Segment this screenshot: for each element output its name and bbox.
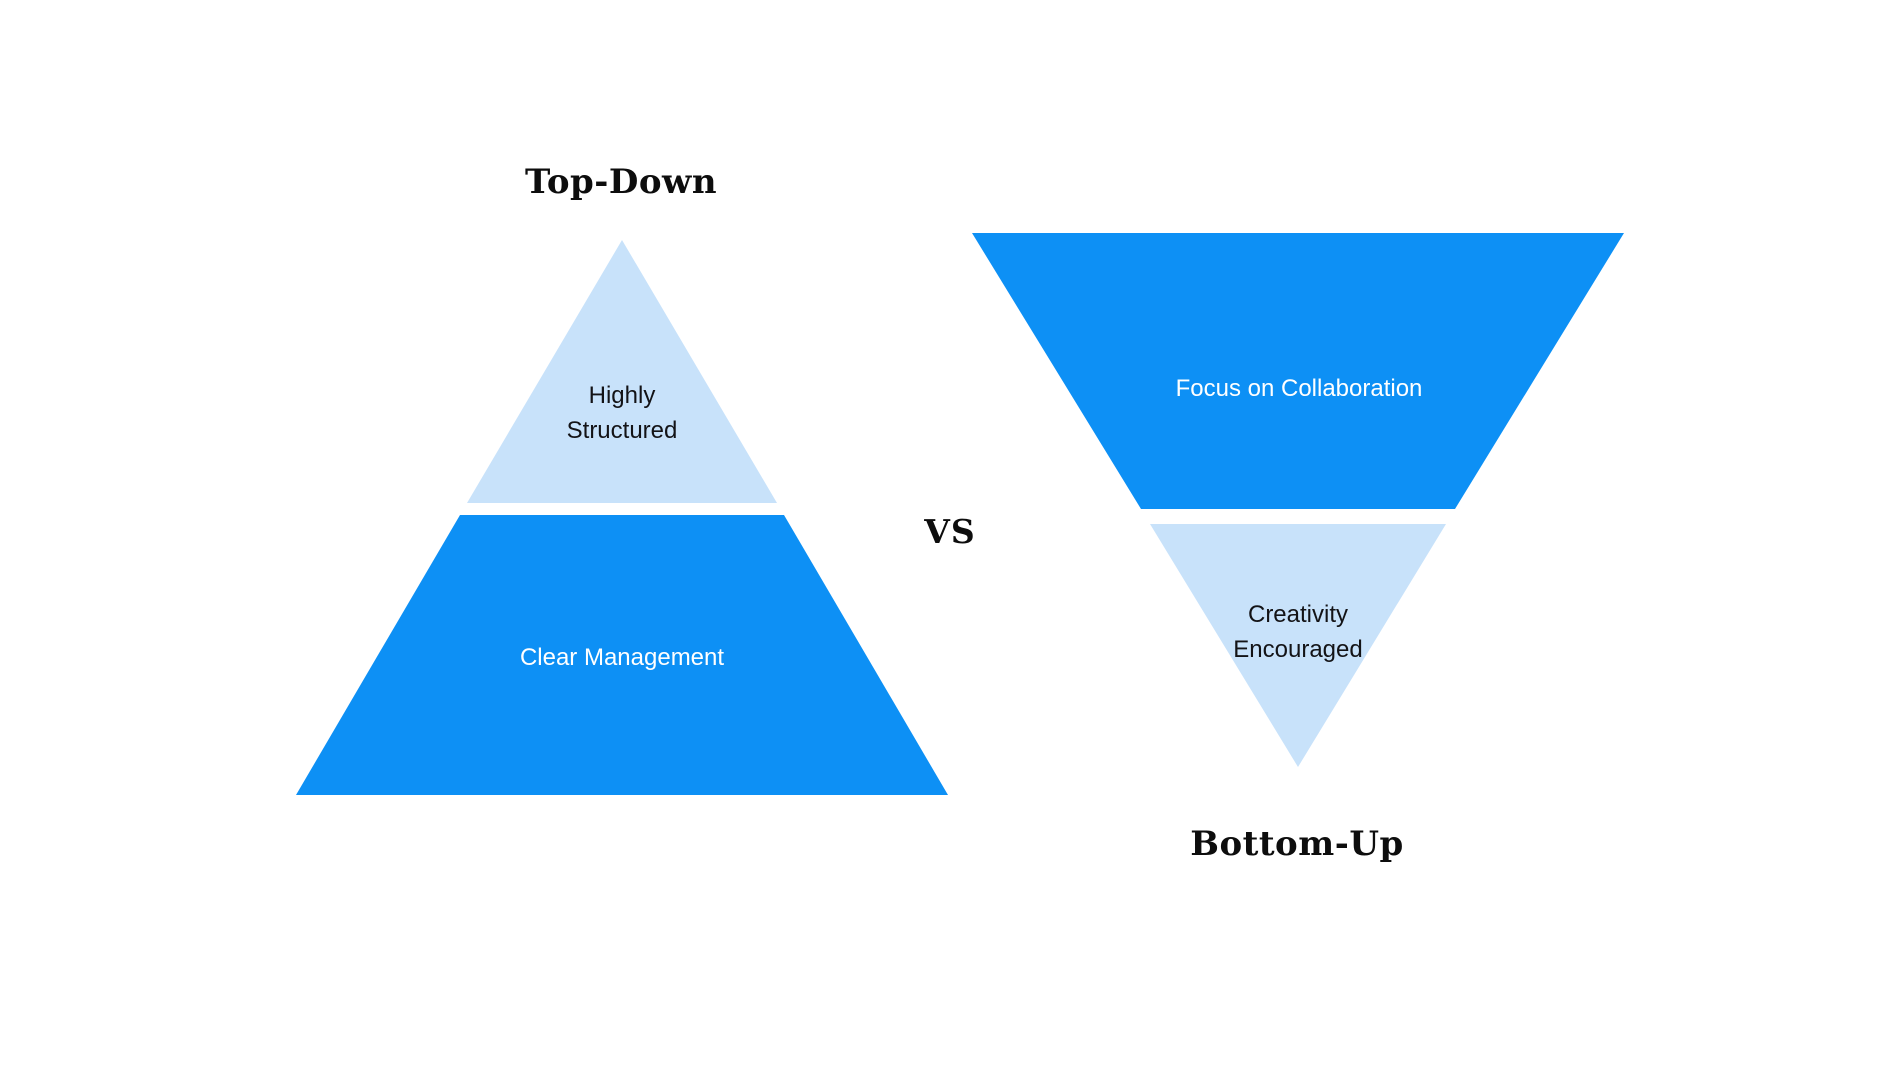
bottom-up-title: Bottom-Up <box>1190 824 1404 864</box>
top-down-upper-label-line1: Highly <box>589 382 656 409</box>
top-down-upper-label-line2: Structured <box>567 417 678 444</box>
bottom-up-lower-label-line1: Creativity <box>1248 601 1348 628</box>
bottom-up-upper-label: Focus on Collaboration <box>1176 375 1423 402</box>
bottom-up-lower-triangle <box>1150 524 1446 767</box>
top-down-lower-trapezoid <box>296 515 948 795</box>
bottom-up-upper-trapezoid <box>972 233 1624 509</box>
top-down-lower-label: Clear Management <box>520 644 724 671</box>
top-down-title: Top-Down <box>525 162 717 202</box>
bottom-up-lower-label-line2: Encouraged <box>1233 636 1362 663</box>
vs-label: VS <box>923 512 975 551</box>
top-down-upper-triangle <box>467 240 777 503</box>
